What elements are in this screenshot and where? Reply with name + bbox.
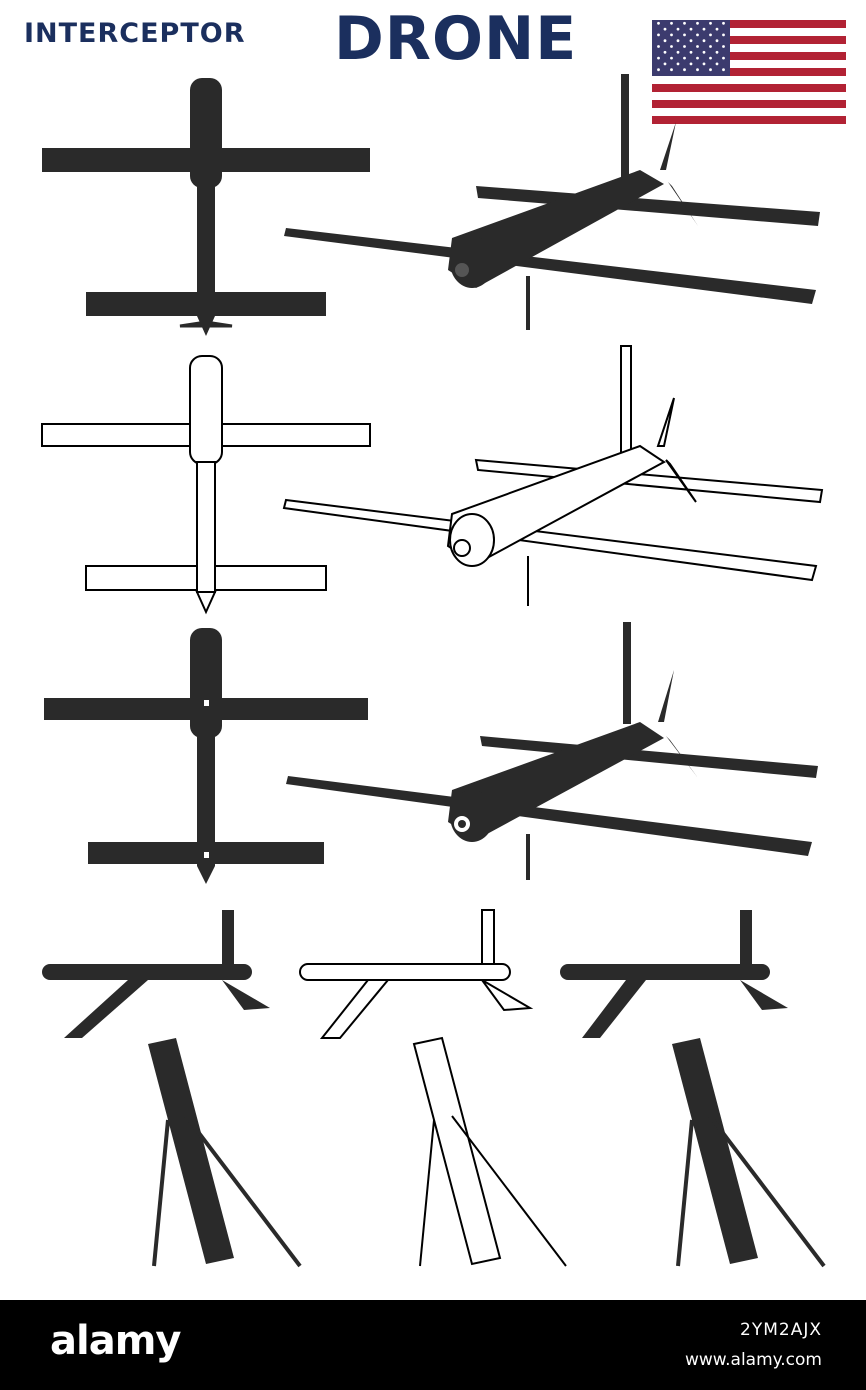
drone-illustrations [41, 74, 826, 1268]
footer-bar: alamy 2YM2AJX www.alamy.com [0, 1300, 866, 1390]
drone-perspective-dark [284, 74, 820, 330]
alamy-logo: alamy [50, 1318, 181, 1364]
drone-side-view-detailed [560, 910, 788, 1038]
title-prefix: INTERCEPTOR [24, 18, 246, 49]
footer-url: www.alamy.com [684, 1350, 822, 1370]
drone-perspective-detailed [286, 622, 818, 880]
launcher-tube-detailed [672, 1038, 826, 1268]
drone-perspective-outline [282, 345, 824, 606]
drone-side-view-dark [42, 910, 270, 1038]
launcher-tube-dark [148, 1038, 302, 1268]
launcher-tube-outline [412, 1036, 567, 1267]
drone-top-view-outline [41, 355, 371, 615]
drone-top-view-detailed [44, 628, 368, 884]
page-title: DRONE [334, 4, 578, 74]
image-id: 2YM2AJX [740, 1320, 822, 1340]
drone-top-view-dark [42, 78, 370, 336]
us-flag-icon [652, 20, 846, 124]
drone-side-view-outline [299, 909, 534, 1039]
